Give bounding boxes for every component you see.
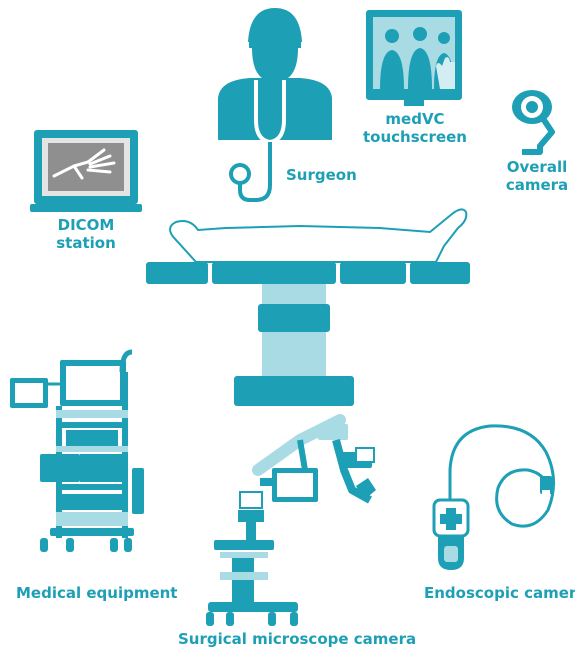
overall-camera-label: Overall camera: [502, 158, 572, 194]
touchscreen-icon: [366, 10, 462, 106]
overall-camera-icon: [512, 90, 555, 155]
surgeon-icon: [218, 8, 332, 202]
dicom-station-icon: [30, 130, 142, 212]
dicom-station-label-line1: DICOM: [57, 216, 115, 234]
patient-on-table-icon: [146, 208, 470, 406]
medical-equipment-label: Medical equipment: [16, 584, 178, 602]
endoscopic-camera-label: Endoscopic camera: [424, 584, 575, 602]
overall-camera-label-line1: Overall: [506, 158, 568, 176]
touchscreen-label-line2: touchscreen: [363, 128, 467, 146]
surgical-microscope-label: Surgical microscope camera: [178, 630, 417, 648]
dicom-station-label-line2: station: [56, 234, 116, 252]
overall-camera-label-line2: camera: [505, 176, 569, 194]
touchscreen-label: medVC touchscreen: [360, 110, 470, 146]
endoscopic-camera-icon: [432, 424, 555, 570]
touchscreen-label-line1: medVC: [385, 110, 445, 128]
surgeon-label: Surgeon: [286, 166, 357, 184]
dicom-station-label: DICOM station: [44, 216, 128, 252]
medical-equipment-cart-icon: [10, 349, 144, 552]
surgical-microscope-icon: [206, 414, 376, 626]
